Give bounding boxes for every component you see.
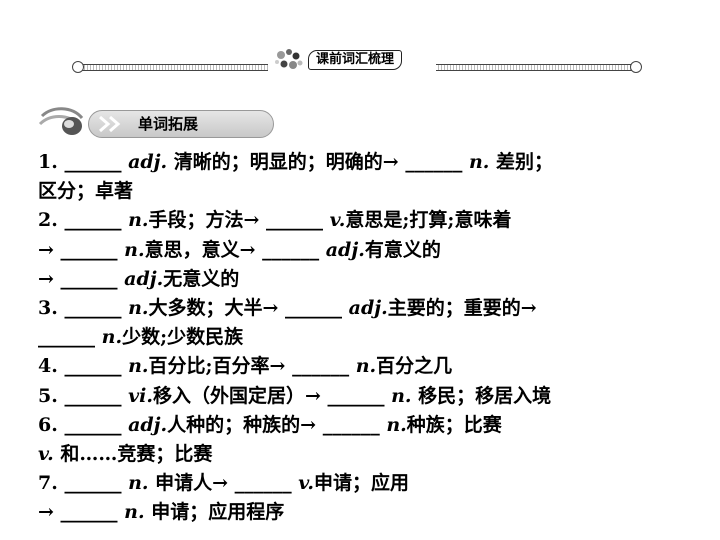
vocab-text: 申请；应用程序 bbox=[144, 501, 285, 524]
divider-end-right bbox=[630, 61, 642, 73]
part-of-speech: n. bbox=[355, 355, 377, 378]
vocab-text: 人种的；种族的→ ______ bbox=[167, 413, 387, 436]
vocab-line: 5. ______ vi.移入（外国定居）→ ______ n. 移民；移居入境 bbox=[38, 382, 668, 411]
vocab-text: 申请；应用 bbox=[314, 472, 410, 495]
section-title: 单词拓展 bbox=[138, 115, 199, 133]
part-of-speech: n. bbox=[128, 296, 149, 319]
vocab-text: → ______ bbox=[38, 267, 125, 290]
vocab-text: 差别； bbox=[489, 151, 553, 173]
vocab-text: 7. ______ bbox=[38, 472, 129, 495]
vocab-line: 2. ______ n.手段；方法→ ______ v.意思是;打算;意味着 bbox=[38, 206, 668, 235]
vocab-text: 百分比;百分率→ ______ bbox=[148, 355, 356, 378]
vocab-text: 5. ______ bbox=[38, 384, 129, 407]
vocab-text: 移入（外国定居）→ ______ bbox=[152, 384, 392, 407]
part-of-speech: adj. bbox=[124, 267, 164, 290]
vocab-text: 区分；卓著 bbox=[38, 180, 134, 203]
divider-end-left bbox=[72, 61, 84, 73]
vocab-text: 意思是;打算;意味着 bbox=[345, 209, 512, 232]
part-of-speech: v. bbox=[298, 472, 315, 495]
vocab-text: 少数;少数民族 bbox=[122, 326, 244, 349]
vocab-text: 6. ______ bbox=[38, 413, 129, 436]
part-of-speech: n. bbox=[124, 238, 145, 261]
vocab-text: → ______ bbox=[38, 501, 125, 524]
vocab-text: ______ bbox=[38, 326, 102, 349]
part-of-speech: n. bbox=[101, 326, 123, 349]
vocab-text: 主要的；重要的→ bbox=[387, 296, 537, 319]
vocab-text: 有意义的 bbox=[364, 238, 441, 261]
swirl-ornament-icon bbox=[38, 107, 84, 135]
header-title: 课前词汇梳理 bbox=[308, 50, 403, 70]
part-of-speech: adj. bbox=[128, 413, 168, 436]
vocab-line: 1. ______ adj. 清晰的；明显的；明确的→ ______ n. 差别… bbox=[38, 148, 668, 177]
vocab-text: 手段；方法→ ______ bbox=[148, 209, 330, 232]
part-of-speech: adj. bbox=[348, 296, 388, 319]
part-of-speech: adj. bbox=[325, 238, 365, 261]
part-of-speech: n. bbox=[128, 355, 149, 378]
vocab-line: 7. ______ n. 申请人→ ______ v.申请；应用 bbox=[38, 469, 668, 498]
vocab-text: 和……竞赛；比赛 bbox=[53, 442, 213, 465]
vocab-text: 移民；移居入境 bbox=[411, 384, 552, 407]
vocab-text: 清晰的；明显的；明确的→ ______ bbox=[167, 151, 469, 173]
vocab-line: 区分；卓著 bbox=[38, 177, 668, 206]
part-of-speech: n. bbox=[391, 384, 412, 407]
vocab-line: 3. ______ n.大多数；大半→ ______ adj.主要的；重要的→ bbox=[38, 294, 668, 323]
dots-ornament-icon bbox=[275, 49, 303, 69]
vocab-line: v. 和……竞赛；比赛 bbox=[38, 440, 668, 469]
part-of-speech: n. bbox=[128, 472, 149, 495]
vocab-line: → ______ adj.无意义的 bbox=[38, 265, 668, 294]
vocab-line: 6. ______ adj.人种的；种族的→ ______ n.种族；比赛 bbox=[38, 411, 668, 440]
section-badge: 单词拓展 bbox=[38, 104, 274, 142]
vocab-text: 3. ______ bbox=[38, 296, 129, 319]
part-of-speech: vi. bbox=[128, 384, 153, 407]
vocab-text: 申请人→ ______ bbox=[148, 472, 299, 495]
vocab-text: → ______ bbox=[38, 238, 125, 261]
vocab-text: 1. ______ bbox=[38, 151, 129, 173]
vocab-text: 2. ______ bbox=[38, 209, 129, 232]
vocab-text: 大多数；大半→ ______ bbox=[148, 296, 349, 319]
vocab-text: 百分之几 bbox=[376, 355, 453, 378]
part-of-speech: n. bbox=[468, 151, 490, 173]
part-of-speech: n. bbox=[128, 209, 149, 232]
part-of-speech: v. bbox=[38, 442, 54, 465]
vocab-text: 无意义的 bbox=[163, 267, 240, 290]
double-chevron-right-icon bbox=[99, 115, 121, 133]
vocab-line: → ______ n. 申请；应用程序 bbox=[38, 498, 668, 527]
part-of-speech: adj. bbox=[128, 151, 168, 173]
part-of-speech: n. bbox=[124, 501, 145, 524]
vocab-line: 4. ______ n.百分比;百分率→ ______ n.百分之几 bbox=[38, 352, 668, 381]
vocab-line: → ______ n.意思，意义→ ______ adj.有意义的 bbox=[38, 236, 668, 265]
vocab-text: 4. ______ bbox=[38, 355, 129, 378]
header-badge: 课前词汇梳理 bbox=[268, 47, 436, 73]
vocab-text: 意思，意义→ ______ bbox=[144, 238, 326, 261]
vocab-text: 种族；比赛 bbox=[406, 413, 502, 436]
vocab-line: ______ n.少数;少数民族 bbox=[38, 323, 668, 352]
part-of-speech: n. bbox=[386, 413, 407, 436]
part-of-speech: v. bbox=[329, 209, 346, 232]
vocabulary-list: 1. ______ adj. 清晰的；明显的；明确的→ ______ n. 差别… bbox=[38, 148, 668, 527]
